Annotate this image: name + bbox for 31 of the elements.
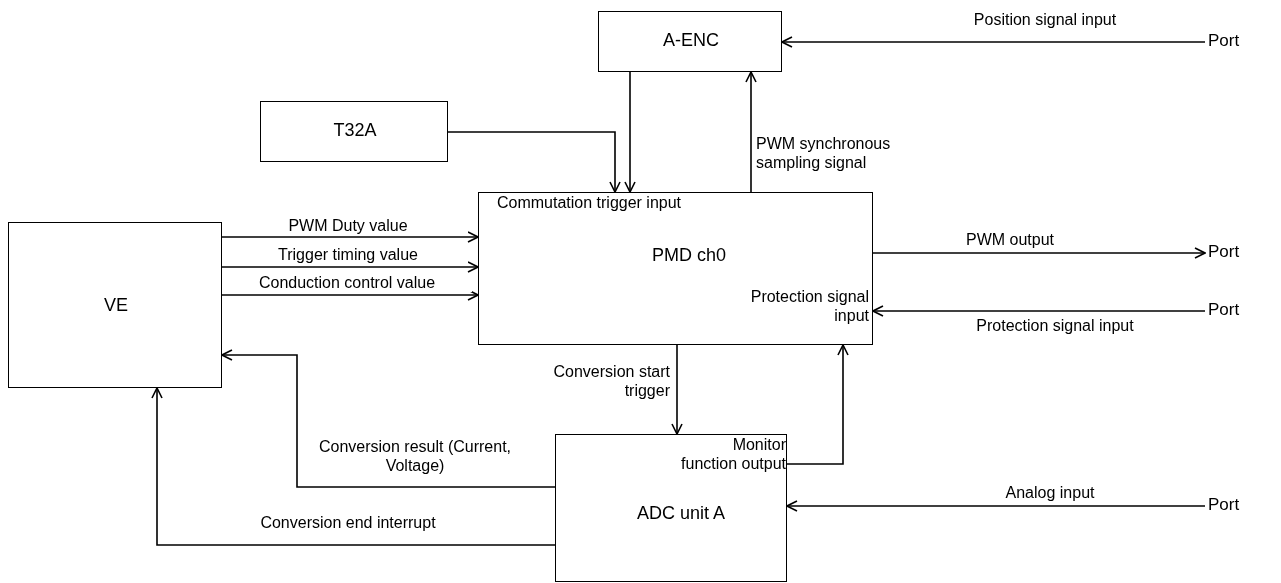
- signal-arrow: [221, 289, 479, 301]
- block-label: T32A: [332, 120, 378, 142]
- signal-arrow: [781, 36, 1206, 48]
- port-label: Port: [1208, 31, 1241, 52]
- signal-arrow: [221, 231, 479, 243]
- block-label: A-ENC: [662, 30, 720, 52]
- signal-arrow: [786, 500, 1206, 512]
- signal-arrow: [872, 305, 1206, 317]
- block-box: [260, 101, 448, 162]
- port-label: Port: [1208, 300, 1241, 321]
- signal-arrow: [151, 387, 556, 546]
- block-label: Protection signal input: [749, 287, 869, 326]
- signal-arrow: [447, 131, 621, 193]
- port-caption: Commutation trigger input: [495, 193, 683, 213]
- signal-arrow: [221, 349, 556, 488]
- block-label: ADC unit A: [635, 503, 726, 525]
- signal-arrow: [671, 344, 683, 435]
- block-box: [478, 192, 873, 345]
- block-box: [8, 222, 222, 388]
- block-label: VE: [103, 295, 129, 317]
- block-label: PMD ch0: [651, 245, 727, 267]
- port-label: Port: [1208, 495, 1241, 516]
- port-label: Port: [1208, 242, 1241, 263]
- signal-arrow: [786, 344, 849, 465]
- block-box: [598, 11, 782, 72]
- signal-arrow: [872, 247, 1206, 259]
- signal-arrow: [624, 71, 636, 193]
- port-caption: Monitor function output: [680, 435, 786, 474]
- block-box: [555, 434, 787, 582]
- signal-arrow: [745, 71, 757, 193]
- signal-arrow: [221, 261, 479, 273]
